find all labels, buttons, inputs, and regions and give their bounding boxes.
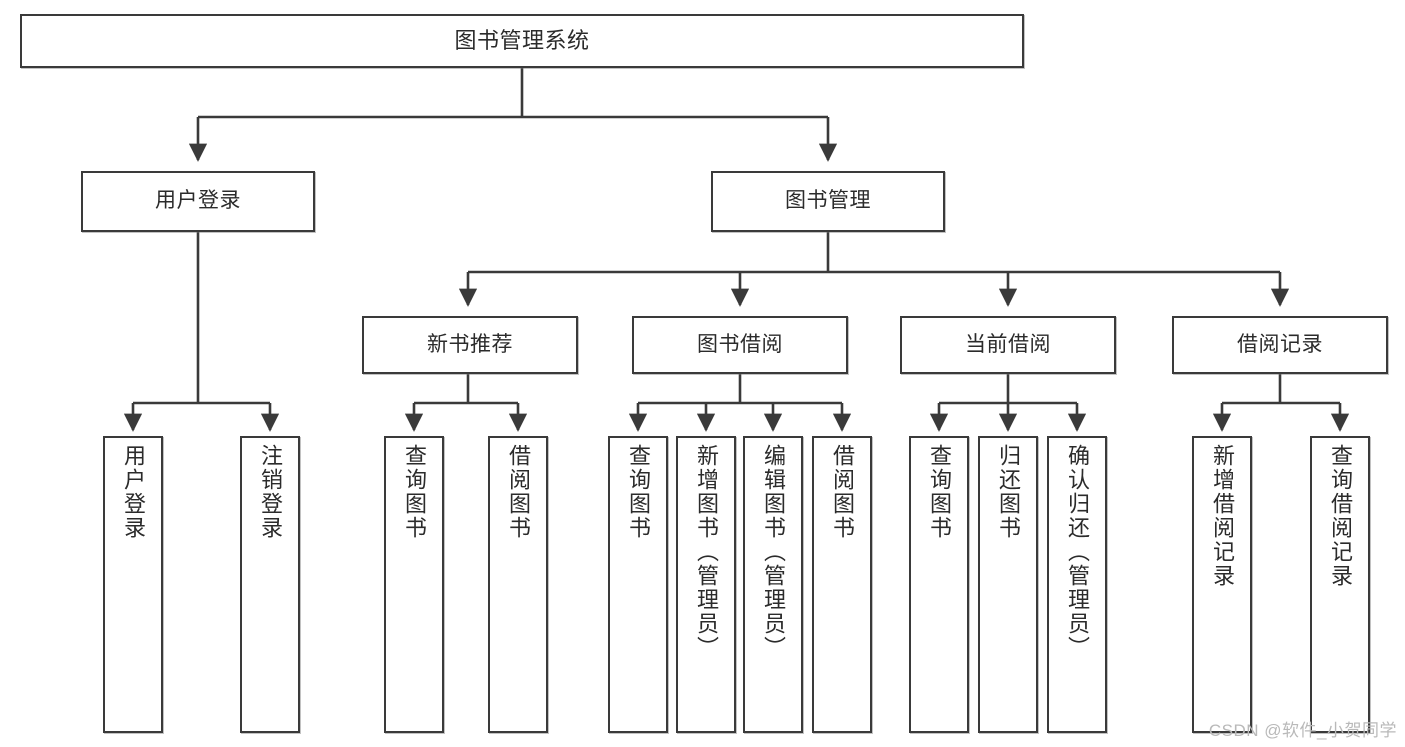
node-label: 借阅图书 [506, 444, 531, 540]
node-book-borrow[interactable]: 图书借阅 [632, 316, 848, 374]
watermark: CSDN @软件_小贺同学 [1208, 721, 1397, 740]
node-root-book-management-system[interactable]: 图书管理系统 [20, 14, 1024, 68]
node-label: 图书管理 [785, 189, 871, 213]
node-label: 查询图书 [927, 444, 952, 540]
leaf-query-book-current[interactable]: 查询图书 [909, 436, 969, 733]
leaf-logout-login[interactable]: 注销登录 [240, 436, 300, 733]
node-new-book-recommend[interactable]: 新书推荐 [362, 316, 578, 374]
leaf-user-login[interactable]: 用户登录 [103, 436, 163, 733]
node-label: 注销登录 [258, 444, 283, 540]
node-label: 借阅图书 [830, 444, 855, 540]
leaf-query-borrow-record[interactable]: 查询借阅记录 [1310, 436, 1370, 733]
node-label: 查询借阅记录 [1328, 444, 1353, 588]
node-label: 图书借阅 [697, 332, 783, 356]
leaf-add-borrow-record[interactable]: 新增借阅记录 [1192, 436, 1252, 733]
node-label: 查询图书 [402, 444, 427, 540]
node-label: 当前借阅 [965, 332, 1051, 356]
node-current-borrow[interactable]: 当前借阅 [900, 316, 1116, 374]
leaf-confirm-return-admin[interactable]: 确认归还（管理员） [1047, 436, 1107, 733]
node-label: 新增借阅记录 [1210, 444, 1235, 588]
node-book-management[interactable]: 图书管理 [711, 171, 945, 232]
leaf-borrow-book-recommend[interactable]: 借阅图书 [488, 436, 548, 733]
node-borrow-record[interactable]: 借阅记录 [1172, 316, 1388, 374]
node-label: 图书管理系统 [454, 28, 590, 54]
node-label: 新增图书（管理员） [694, 444, 719, 660]
node-label: 编辑图书（管理员） [761, 444, 786, 660]
node-label: 借阅记录 [1237, 332, 1323, 356]
leaf-add-book-admin[interactable]: 新增图书（管理员） [676, 436, 736, 733]
node-label: 确认归还（管理员） [1065, 444, 1090, 660]
leaf-query-book-recommend[interactable]: 查询图书 [384, 436, 444, 733]
leaf-borrow-book-borrow[interactable]: 借阅图书 [812, 436, 872, 733]
node-label: 归还图书 [996, 444, 1021, 540]
leaf-return-book[interactable]: 归还图书 [978, 436, 1038, 733]
node-label: 查询图书 [626, 444, 651, 540]
node-label: 新书推荐 [427, 332, 513, 356]
leaf-edit-book-admin[interactable]: 编辑图书（管理员） [743, 436, 803, 733]
leaf-query-book-borrow[interactable]: 查询图书 [608, 436, 668, 733]
node-label: 用户登录 [155, 189, 241, 213]
node-user-login[interactable]: 用户登录 [81, 171, 315, 232]
node-label: 用户登录 [121, 444, 146, 540]
